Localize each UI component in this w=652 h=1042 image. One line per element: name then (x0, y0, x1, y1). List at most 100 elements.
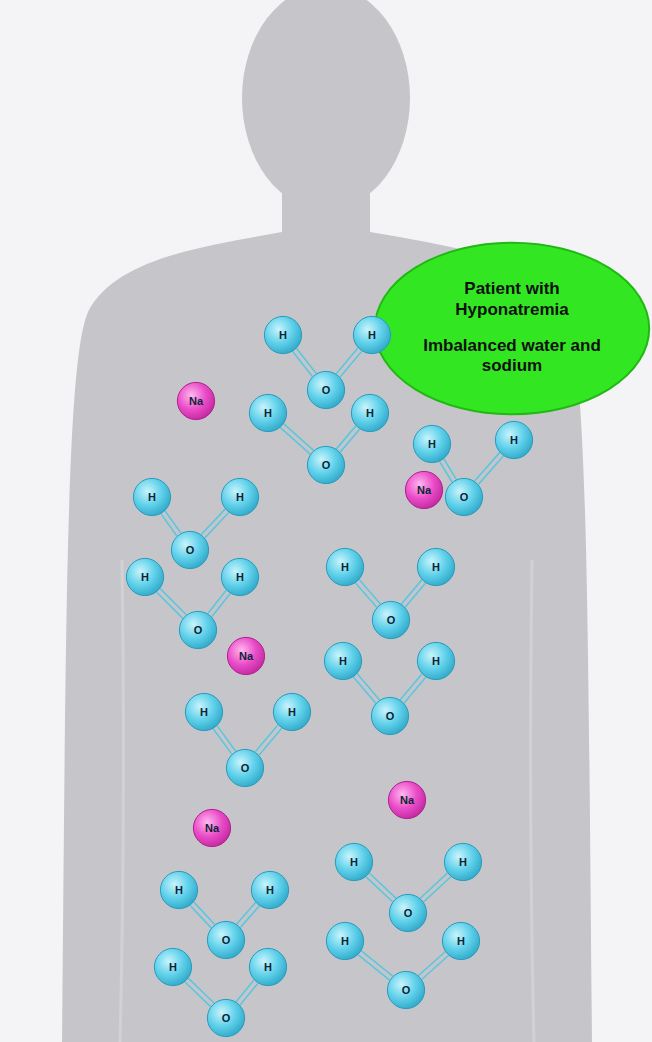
atom-circle: H (326, 922, 364, 960)
atom-circle: H (249, 394, 287, 432)
atom-symbol: H (279, 330, 287, 341)
atom-symbol: H (350, 857, 358, 868)
atom-symbol: O (402, 985, 411, 996)
bond-line (400, 674, 425, 703)
atom-symbol: H (459, 857, 467, 868)
atom-circle: Na (405, 471, 443, 509)
info-text: Patient with Hyponatremia (412, 279, 612, 320)
bond-line (440, 459, 457, 482)
atom-circle: H (444, 843, 482, 881)
bond-line (353, 674, 379, 703)
atom-symbol: H (264, 962, 272, 973)
atom-circle: H (413, 425, 451, 463)
atom-circle: O (389, 894, 427, 932)
atom-symbol: O (186, 545, 195, 556)
node-outline (372, 241, 652, 416)
atom-symbol: O (322, 460, 331, 471)
atom-circle: Na (177, 382, 215, 420)
atom-symbol: H (266, 885, 274, 896)
atom-circle: Na (193, 809, 231, 847)
atom-symbol: H (169, 962, 177, 973)
bond-line (401, 580, 425, 607)
bond-line (336, 426, 359, 452)
bond-line (255, 725, 281, 755)
atom-symbol: H (368, 330, 376, 341)
bond-line (475, 453, 504, 485)
atom-circle: H (126, 558, 164, 596)
atom-circle: O (371, 697, 409, 735)
atom-circle: H (326, 548, 364, 586)
bond-line (161, 511, 181, 536)
atom-symbol: O (194, 625, 203, 636)
bond-line (366, 873, 396, 902)
atom-symbol: H (236, 572, 244, 583)
atom-circle: H (154, 948, 192, 986)
atom-circle: H (351, 394, 389, 432)
atom-circle: H (251, 871, 289, 909)
atom-circle: O (445, 478, 483, 516)
atom-symbol: H (432, 562, 440, 573)
atom-circle: H (160, 871, 198, 909)
atom-symbol: O (241, 763, 250, 774)
atom-circle: H (185, 693, 223, 731)
bond-line (280, 424, 313, 454)
atom-circle: H (249, 948, 287, 986)
info-ellipse: Patient with HyponatremiaImbalanced wate… (372, 241, 652, 416)
atom-circle: H (324, 642, 362, 680)
atom-symbol: H (366, 408, 374, 419)
atom-circle: O (179, 611, 217, 649)
bond-line (201, 509, 229, 538)
atom-circle: H (221, 558, 259, 596)
info-text: Imbalanced water and sodium (412, 336, 612, 377)
atom-circle: H (335, 843, 373, 881)
atom-circle: O (171, 531, 209, 569)
atom-symbol: H (341, 562, 349, 573)
atom-circle: H (417, 642, 455, 680)
bond-line (358, 951, 393, 980)
atom-circle: Na (388, 781, 426, 819)
atom-symbol: H (175, 885, 183, 896)
atom-circle: H (417, 548, 455, 586)
bond-line (190, 902, 215, 928)
atom-symbol: H (339, 656, 347, 667)
atom-symbol: H (200, 707, 208, 718)
bond-line (157, 589, 187, 619)
bond-line (419, 952, 449, 979)
atom-circle: H (221, 478, 259, 516)
atom-circle: H (133, 478, 171, 516)
atom-symbol: H (457, 936, 465, 947)
bond-line (185, 978, 214, 1006)
atom-symbol: Na (417, 485, 431, 496)
atom-circle: H (273, 693, 311, 731)
atom-circle: O (372, 601, 410, 639)
bond-line (237, 903, 260, 928)
bond-line (420, 873, 451, 902)
bond-line (293, 348, 317, 376)
atom-symbol: H (428, 439, 436, 450)
atom-symbol: Na (239, 651, 253, 662)
atom-symbol: Na (205, 823, 219, 834)
atom-circle: O (387, 971, 425, 1009)
atom-symbol: H (141, 572, 149, 583)
atom-symbol: O (404, 908, 413, 919)
atom-symbol: H (148, 492, 156, 503)
atom-circle: H (353, 316, 391, 354)
atom-symbol: H (288, 707, 296, 718)
atom-circle: H (442, 922, 480, 960)
bond-line (213, 726, 236, 754)
atom-symbol: O (222, 1013, 231, 1024)
atom-symbol: H (264, 408, 272, 419)
atom-symbol: O (460, 492, 469, 503)
atom-circle: O (226, 749, 264, 787)
atom-symbol: H (432, 656, 440, 667)
bond-line (208, 590, 230, 616)
atom-circle: H (495, 421, 533, 459)
atom-circle: O (207, 999, 245, 1037)
atom-circle: O (307, 371, 345, 409)
atom-symbol: H (341, 936, 349, 947)
atom-symbol: Na (189, 396, 203, 407)
atom-symbol: O (222, 935, 231, 946)
atom-symbol: Na (400, 795, 414, 806)
